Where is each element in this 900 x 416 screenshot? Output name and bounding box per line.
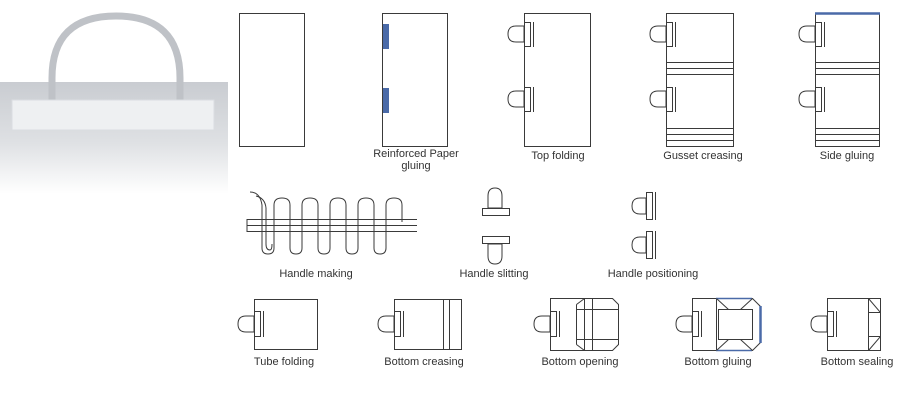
label-top-folding: Top folding [531,150,585,162]
label-bottom-creasing: Bottom creasing [384,356,464,368]
step-sheet [239,13,305,147]
paper-bag-illustration [0,12,228,194]
step-reinforced-paper-gluing [382,13,448,147]
step-side-gluing [798,12,880,147]
label-bottom-gluing: Bottom gluing [684,356,752,368]
step-handle-making [246,191,417,255]
glue-strip [383,24,389,49]
label-side-gluing: Side gluing [819,150,875,162]
label-handle-making: Handle making [279,268,353,280]
step-handle-slitting [482,187,510,265]
step-bottom-creasing [377,299,462,350]
label-bottom-opening: Bottom opening [541,356,619,368]
glue-strip [383,88,389,113]
step-tube-folding [237,299,318,350]
step-bottom-gluing [675,297,762,352]
label-bottom-sealing: Bottom sealing [820,356,894,368]
step-bottom-sealing [810,298,881,351]
label-reinforced-paper-gluing: Reinforced Paper gluing [373,148,459,172]
label-handle-slitting: Handle slitting [459,268,529,280]
step-handle-positioning [631,192,656,259]
step-top-folding [507,13,591,147]
step-gusset-creasing [649,13,734,147]
label-tube-folding: Tube folding [253,356,315,368]
label-handle-positioning: Handle positioning [607,268,699,280]
label-gusset-creasing: Gusset creasing [663,150,743,162]
step-bottom-opening [533,298,619,351]
